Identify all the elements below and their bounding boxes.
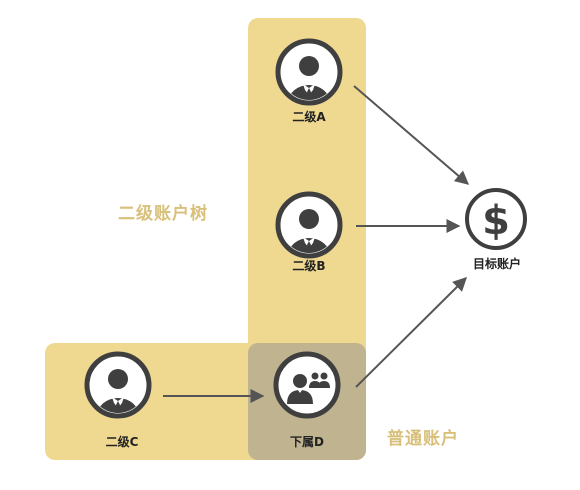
group-of-people-icon xyxy=(273,351,341,419)
arrow-d-to-target xyxy=(355,277,467,388)
node-label: 下属D xyxy=(290,435,324,449)
node-secondary-a[interactable]: 二级A xyxy=(275,38,343,124)
svg-text:$: $ xyxy=(482,198,510,244)
node-secondary-c[interactable]: 二级C xyxy=(84,351,152,449)
arrows xyxy=(163,85,470,403)
arrow-a-to-target xyxy=(353,85,470,185)
dollar-icon: $ xyxy=(465,188,527,250)
node-label: 二级C xyxy=(106,434,139,449)
node-label: 二级B xyxy=(292,258,325,273)
node-label: 目标账户 xyxy=(473,256,521,271)
normal-account-label: 普通账户 xyxy=(387,428,459,449)
node-label: 二级A xyxy=(292,109,326,124)
person-icon xyxy=(84,351,152,419)
person-icon xyxy=(275,38,343,106)
node-secondary-b[interactable]: 二级B xyxy=(275,191,343,274)
secondary-account-tree-label: 二级账户树 xyxy=(118,203,208,224)
node-subordinate-d[interactable]: 下属D xyxy=(273,351,341,449)
person-icon xyxy=(275,191,343,259)
node-target-account[interactable]: $ 目标账户 xyxy=(465,188,527,271)
